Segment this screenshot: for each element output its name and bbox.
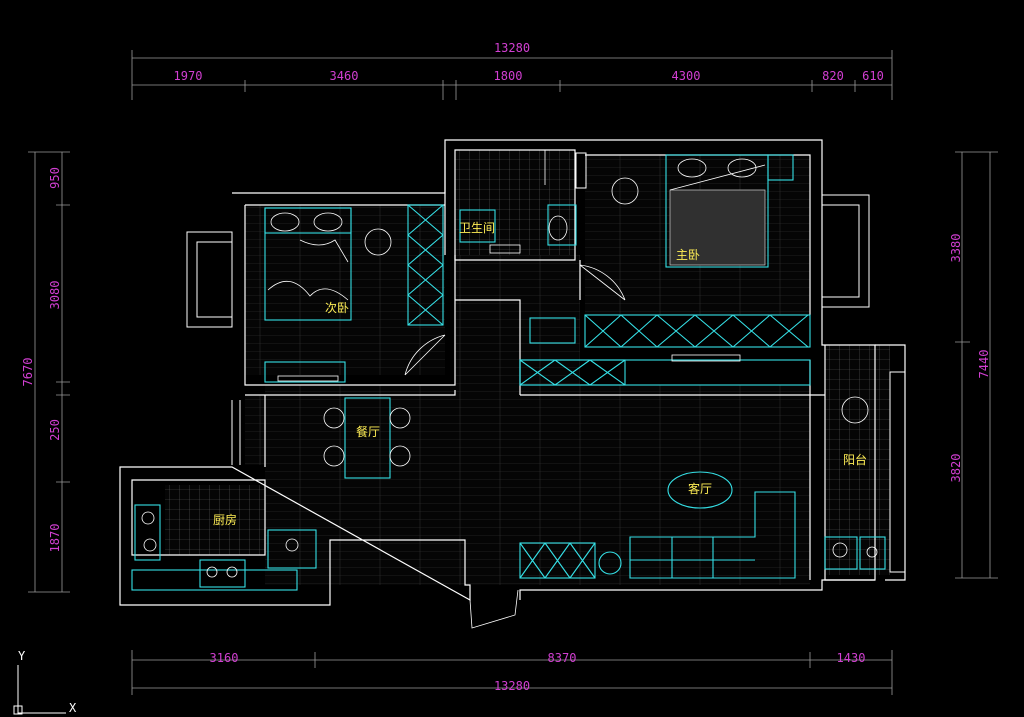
dim-bottom-total: 13280 [494,679,530,693]
dim-right-total: 7440 [977,350,991,379]
dim-right-1: 3380 [949,234,963,263]
dim-left-4: 1870 [48,524,62,553]
dim-left-2: 3080 [48,281,62,310]
ucs-y-label: Y [18,649,26,663]
dim-top-5: 820 [822,69,844,83]
room-label-balcony: 阳台 [843,452,867,467]
ucs-icon [13,665,66,715]
dim-top-3: 1800 [494,69,523,83]
room-label-second-bedroom: 次卧 [325,301,349,315]
furniture [131,154,886,591]
dim-top-6: 610 [862,69,884,83]
dim-top-4: 4300 [672,69,701,83]
dim-top-1: 1970 [174,69,203,83]
window-frames [186,152,906,573]
dim-right-2: 3820 [949,454,963,483]
dim-bottom-2: 8370 [548,651,577,665]
dim-left-1: 950 [48,167,62,189]
dim-left-3: 250 [48,419,62,441]
walls [119,139,906,606]
dim-left-total: 7670 [21,358,35,387]
room-label-dining: 餐厅 [356,424,380,439]
dim-top-2: 3460 [330,69,359,83]
furniture-details [141,150,878,629]
room-label-kitchen: 厨房 [213,512,237,527]
room-label-master-bedroom: 主卧 [676,248,700,262]
dimension-lines [28,50,998,695]
dim-bottom-1: 3160 [210,651,239,665]
room-label-living: 客厅 [688,481,712,496]
dim-top-total: 13280 [494,41,530,55]
floor-hatching [165,150,890,585]
room-label-bathroom: 卫生间 [459,221,495,235]
dim-bottom-3: 1430 [837,651,866,665]
ucs-x-label: X [69,701,77,715]
